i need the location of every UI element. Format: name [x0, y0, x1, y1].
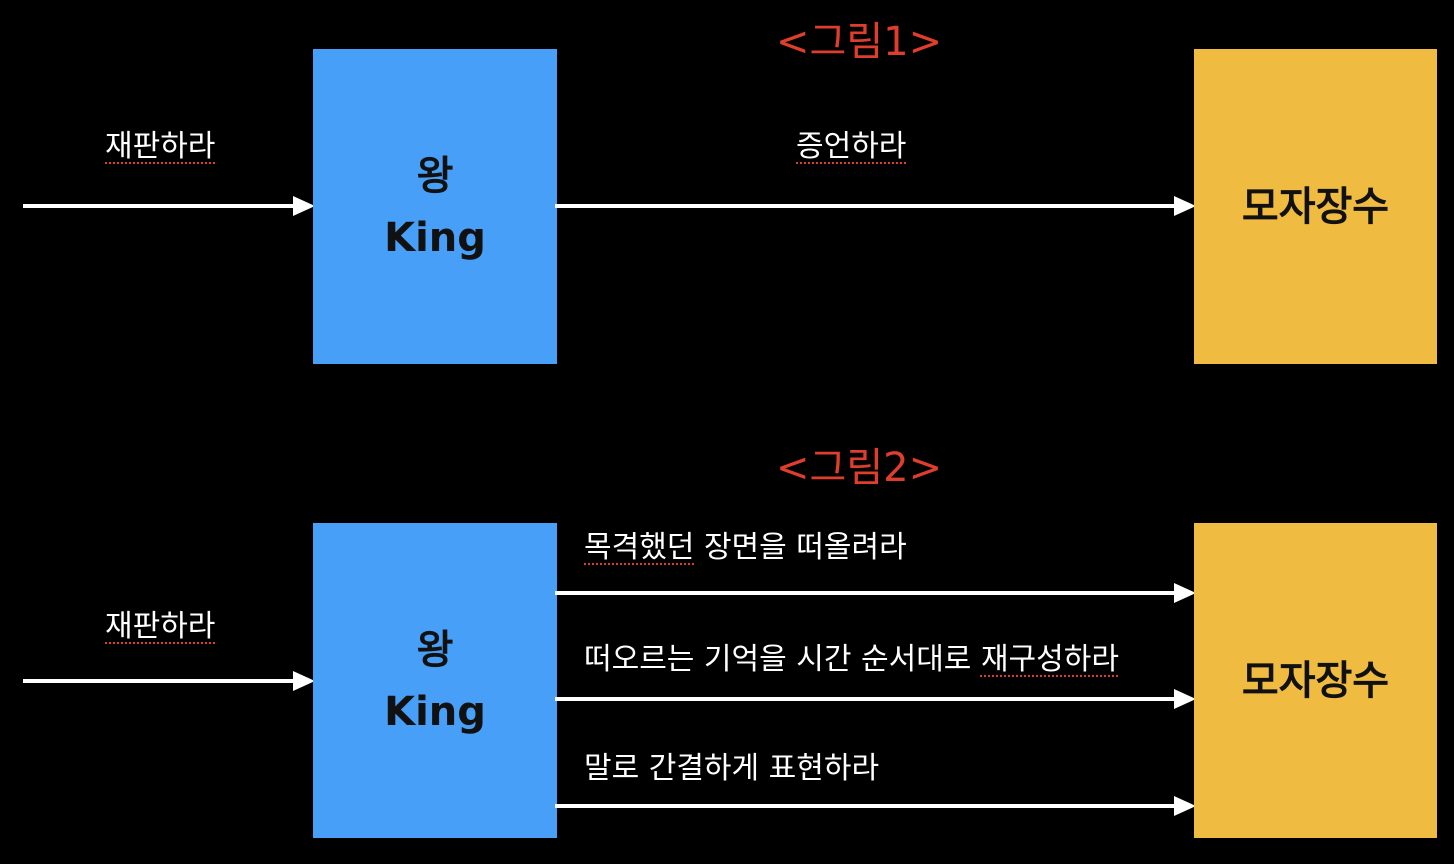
figure-2-command-3-label: 말로 간결하게 표현하라: [584, 751, 880, 786]
arrowhead-icon: [1174, 689, 1196, 709]
figure-2-input-arrow: [23, 671, 315, 691]
figure-1-king-box: 왕 King: [313, 49, 557, 364]
figure-2-title: <그림2>: [776, 445, 943, 491]
arrowhead-icon: [1174, 796, 1196, 816]
king-label-english: King: [384, 688, 486, 735]
figure-1-input-arrow: [23, 196, 315, 216]
figure-1-command-label: 증언하라: [796, 129, 907, 164]
arrowhead-icon: [293, 196, 315, 216]
hatter-label: 모자장수: [1241, 183, 1390, 230]
command-1-rest: 장면을 떠올려라: [694, 530, 907, 565]
figure-2-command-3-arrow: [555, 796, 1196, 816]
figure-2-command-1-label: 목격했던 장면을 떠올려라: [584, 530, 907, 566]
figure-1-input-label: 재판하라: [105, 129, 216, 164]
arrowhead-icon: [1174, 583, 1196, 603]
arrowhead-icon: [293, 671, 315, 691]
figure-2-input-label: 재판하라: [105, 609, 216, 644]
figure-1-command-arrow: [555, 196, 1196, 216]
figure-2-command-2-arrow: [555, 689, 1196, 709]
command-1-underlined-word: 목격했던: [584, 530, 695, 565]
figure-2-king-box: 왕 King: [313, 523, 557, 838]
arrowhead-icon: [1174, 196, 1196, 216]
king-label-korean: 왕: [416, 152, 454, 199]
figure-2-command-1-arrow: [555, 583, 1196, 603]
hatter-label: 모자장수: [1241, 657, 1390, 704]
king-label-korean: 왕: [416, 626, 454, 673]
figure-2-hatter-box: 모자장수: [1194, 523, 1437, 838]
command-2-plain: 떠오르는 기억을 시간 순서대로: [584, 642, 981, 677]
command-2-underlined-word: 재구성하라: [980, 642, 1119, 677]
figure-2-command-2-label: 떠오르는 기억을 시간 순서대로 재구성하라: [584, 642, 1119, 678]
figure-1-hatter-box: 모자장수: [1194, 49, 1437, 364]
king-label-english: King: [384, 214, 486, 261]
figure-1-title: <그림1>: [776, 19, 943, 65]
